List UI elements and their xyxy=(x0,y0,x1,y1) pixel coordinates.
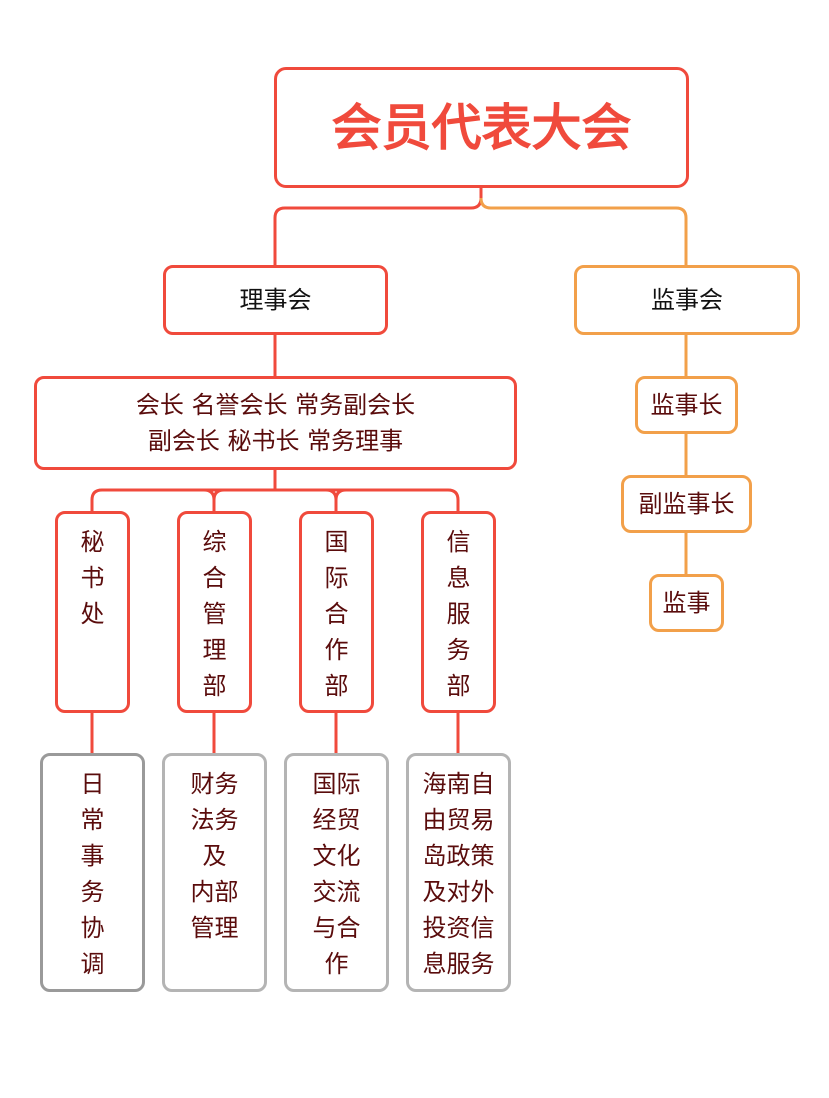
supervisor-box: 监事 xyxy=(649,574,724,632)
dept-char: 合 xyxy=(324,600,349,628)
chief-supervisor-box: 监事长 xyxy=(635,376,738,434)
department-secretariat: 秘书处 xyxy=(55,511,130,713)
deputy-chief-supervisor-box: 副监事长 xyxy=(621,475,752,533)
duty-line: 内部 xyxy=(190,878,239,906)
duty-line: 管理 xyxy=(190,914,239,942)
dept-char: 秘 xyxy=(80,528,105,556)
duty-box-information-services: 海南自由贸易岛政策及对外投资信息服务 xyxy=(406,753,511,992)
duty-line: 海南自 xyxy=(422,770,495,798)
connector-departments-duties xyxy=(90,713,460,753)
duty-line: 调 xyxy=(80,950,105,978)
dept-char: 部 xyxy=(202,672,227,700)
duty-line: 岛政策 xyxy=(422,842,495,870)
dept-char: 书 xyxy=(80,564,105,592)
connector-leadership-departments xyxy=(90,470,460,511)
department-international-cooperation: 国际合作部 xyxy=(299,511,374,713)
department-general-management: 综合管理部 xyxy=(177,511,252,713)
dept-char: 际 xyxy=(324,564,349,592)
duty-line: 由贸易 xyxy=(422,806,495,834)
dept-char: 作 xyxy=(324,636,349,664)
duty-line: 财务 xyxy=(190,770,239,798)
dept-char: 国 xyxy=(324,528,349,556)
dept-char: 合 xyxy=(202,564,227,592)
dept-char: 息 xyxy=(446,564,471,592)
duty-box-international-cooperation: 国际经贸文化交流与合作 xyxy=(284,753,389,992)
duty-line: 常 xyxy=(80,806,105,834)
supervisory-board-box: 监事会 xyxy=(574,265,800,335)
leadership-line-2: 副会长 秘书长 常务理事 xyxy=(147,427,404,455)
council-label: 理事会 xyxy=(239,286,312,314)
duty-line: 作 xyxy=(324,950,349,978)
leadership-line-1: 会长 名誉会长 常务副会长 xyxy=(135,391,416,419)
dept-char: 务 xyxy=(446,636,471,664)
connector-title-council xyxy=(273,188,483,265)
dept-char: 部 xyxy=(446,672,471,700)
leadership-box: 会长 名誉会长 常务副会长 副会长 秘书长 常务理事 xyxy=(34,376,517,470)
duty-box-general-management: 财务法务及内部管理 xyxy=(162,753,267,992)
duty-line: 务 xyxy=(80,878,105,906)
dept-char: 理 xyxy=(202,636,227,664)
duty-line: 交流 xyxy=(312,878,361,906)
department-information-services: 信息服务部 xyxy=(421,511,496,713)
duty-line: 日 xyxy=(80,770,105,798)
dept-char: 部 xyxy=(324,672,349,700)
chief-supervisor-label: 监事长 xyxy=(650,391,723,419)
general-assembly-box: 会员代表大会 xyxy=(274,67,689,188)
duty-line: 协 xyxy=(80,914,105,942)
duty-box-secretariat: 日常事务协调 xyxy=(40,753,145,992)
duty-line: 及对外 xyxy=(422,878,495,906)
duty-line: 经贸 xyxy=(312,806,361,834)
dept-char: 信 xyxy=(446,528,471,556)
duty-line: 法务 xyxy=(190,806,239,834)
duty-line: 息服务 xyxy=(422,950,495,978)
duty-line: 投资信 xyxy=(422,914,495,942)
council-box: 理事会 xyxy=(163,265,388,335)
deputy-chief-supervisor-label: 副监事长 xyxy=(638,490,735,518)
dept-char: 管 xyxy=(202,600,227,628)
supervisor-label: 监事 xyxy=(662,589,711,617)
duty-line: 文化 xyxy=(312,842,361,870)
duty-line: 与合 xyxy=(312,914,361,942)
duty-line: 国际 xyxy=(312,770,361,798)
connector-title-supervisory xyxy=(479,197,688,265)
duty-line: 及 xyxy=(202,842,227,870)
general-assembly-title: 会员代表大会 xyxy=(331,98,632,157)
duty-line: 事 xyxy=(80,842,105,870)
dept-char: 服 xyxy=(446,600,471,628)
supervisory-board-label: 监事会 xyxy=(651,286,723,314)
dept-char: 处 xyxy=(80,600,105,628)
dept-char: 综 xyxy=(202,528,227,556)
